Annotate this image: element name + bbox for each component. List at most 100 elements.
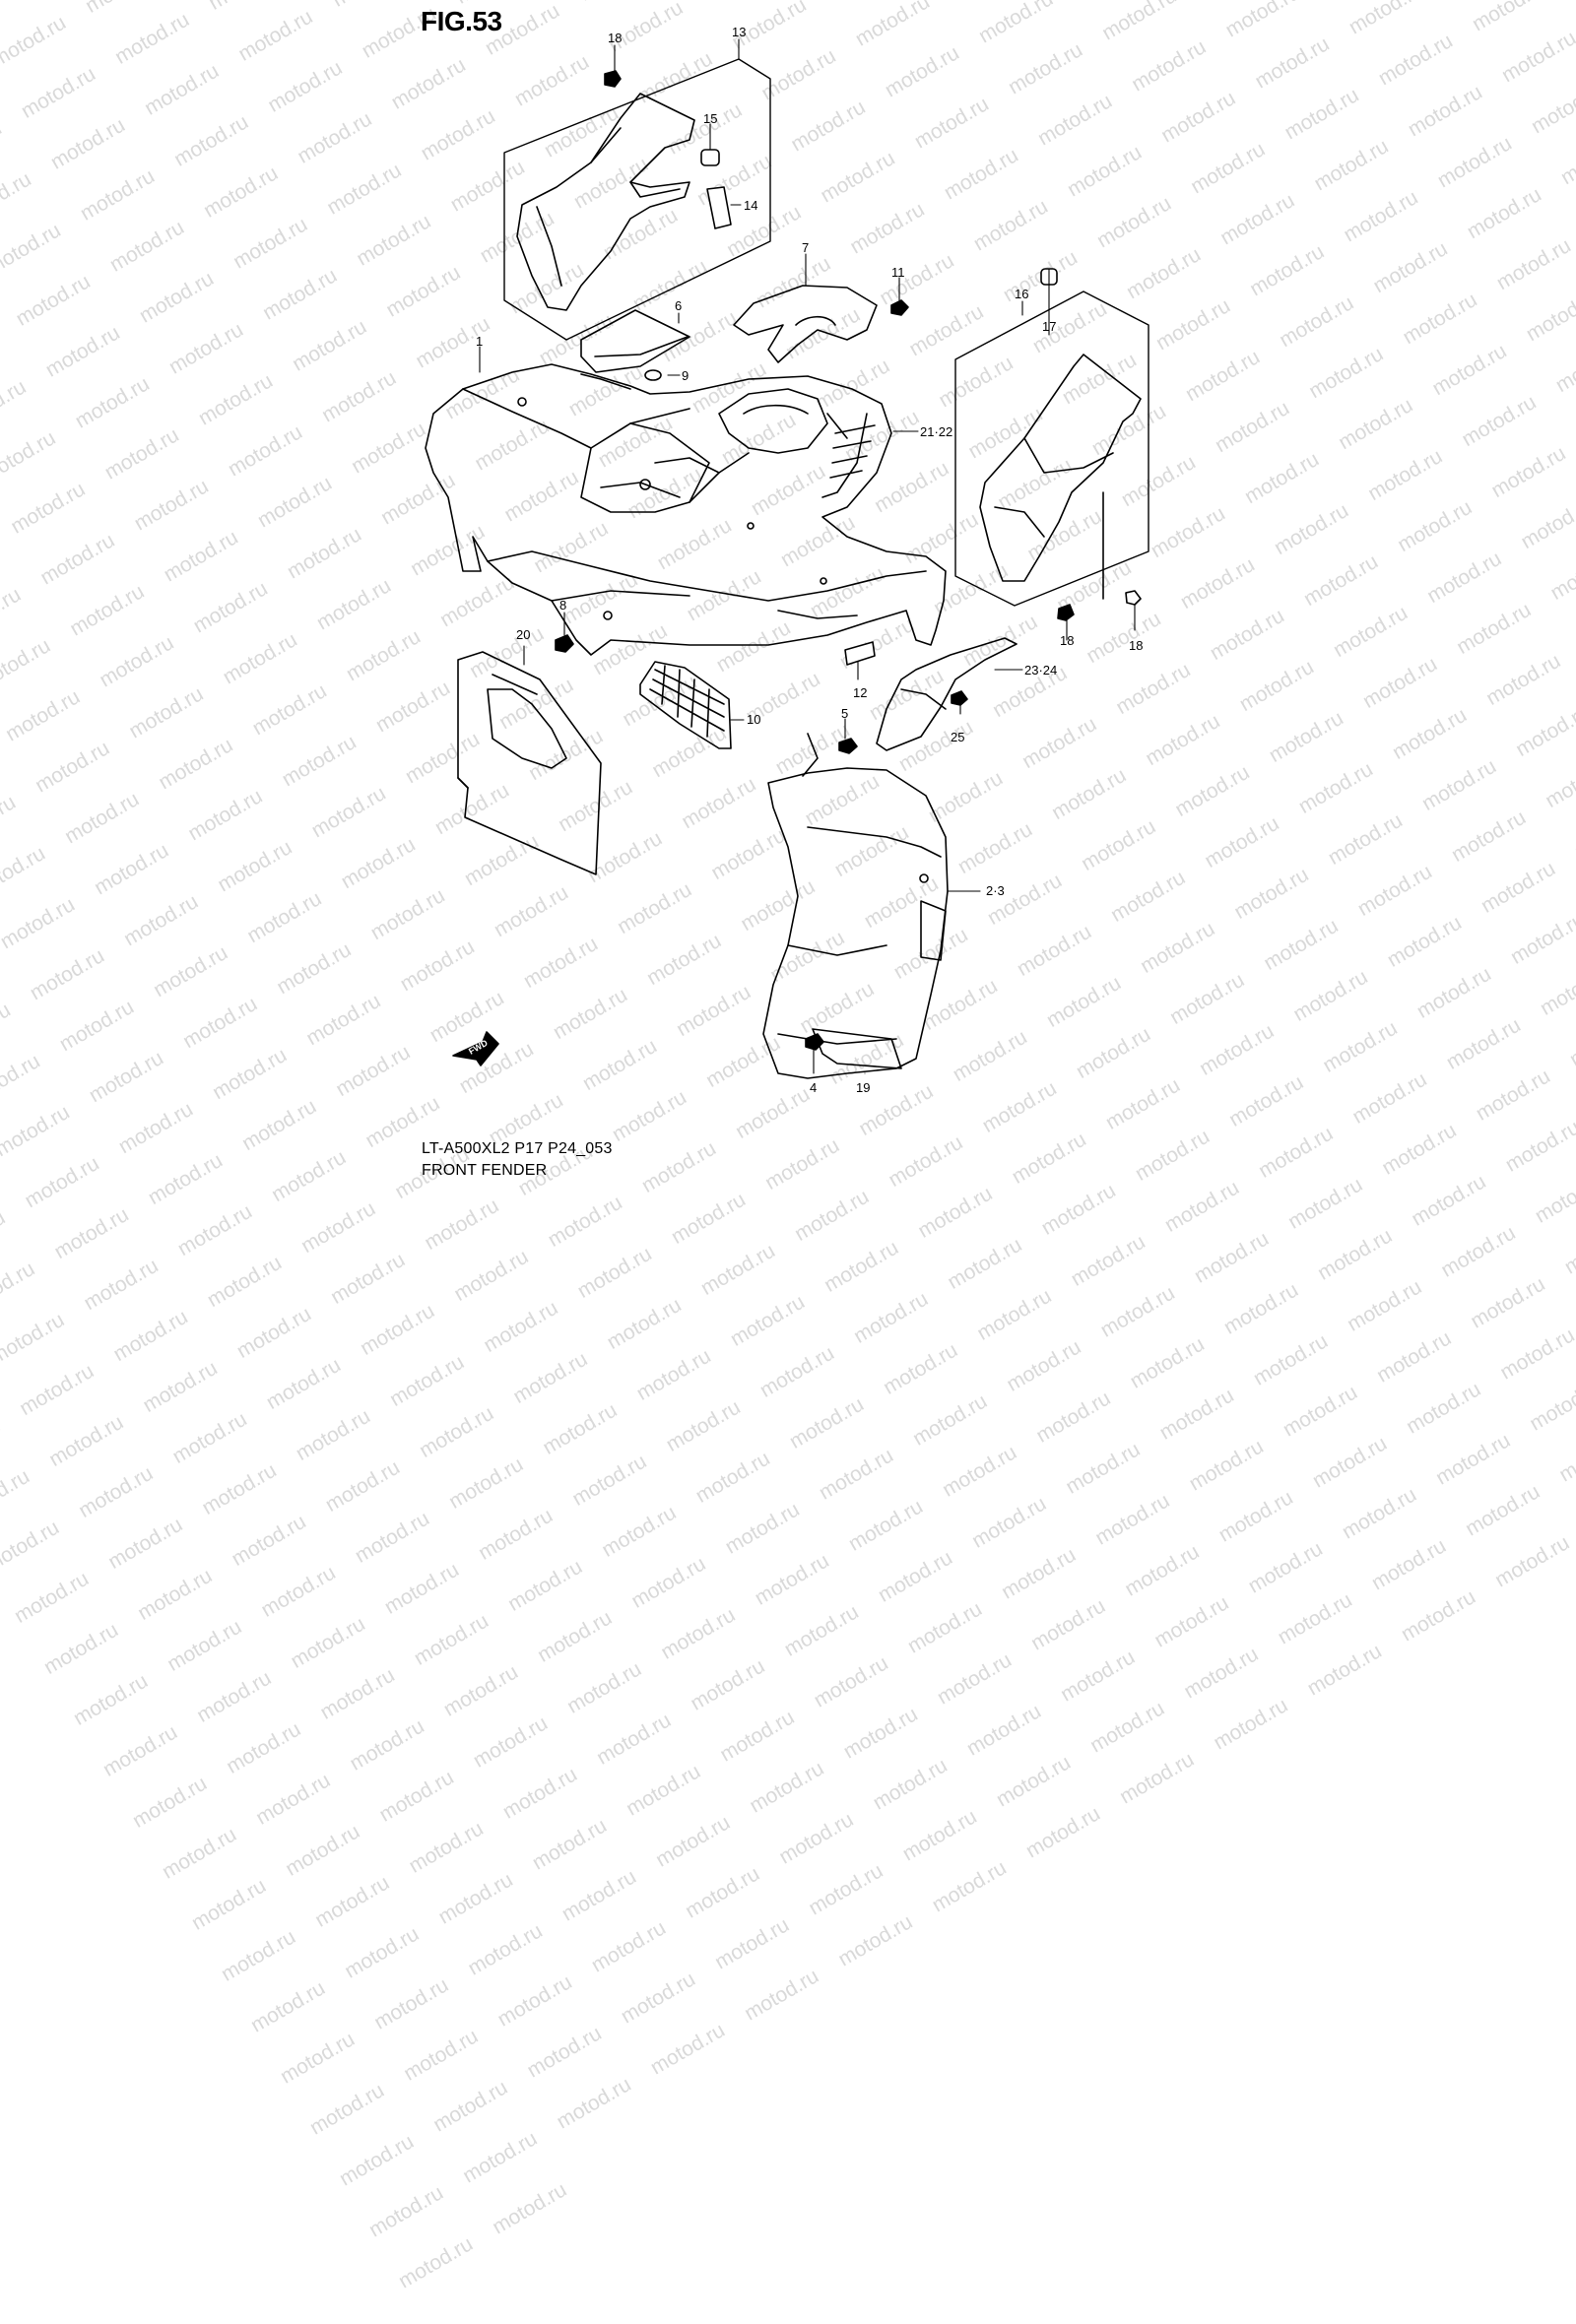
watermark-text: motod.ru [898, 1805, 981, 1866]
watermark-text: motod.ru [246, 1976, 330, 2037]
watermark-text: motod.ru [1467, 1272, 1549, 1333]
callout-6: 6 [675, 298, 683, 313]
watermark-text: motod.ru [262, 1353, 345, 1414]
watermark-text: motod.ru [109, 1305, 192, 1367]
watermark-text: motod.ru [232, 1302, 315, 1364]
watermark-text: motod.ru [617, 1968, 699, 2029]
watermark-text: motod.ru [933, 1648, 1016, 1710]
callout-14: 14 [744, 198, 758, 213]
watermark-text: motod.ru [874, 1546, 956, 1607]
figure-title: FIG.53 [421, 6, 502, 36]
watermark-text: motod.ru [573, 1242, 656, 1303]
watermark-text: motod.ru [346, 1714, 428, 1775]
watermark-text: motod.ru [1461, 1480, 1544, 1541]
watermark-text: motod.ru [292, 1404, 374, 1465]
watermark-text: motod.ru [716, 1706, 799, 1767]
callout-19: 19 [856, 1080, 871, 1095]
watermark-text: motod.ru [509, 1347, 592, 1408]
watermark-text: motod.ru [1096, 1281, 1179, 1342]
watermark-text: motod.ru [1062, 1438, 1145, 1499]
watermark-text: motod.ru [450, 1245, 533, 1306]
watermark-text: motod.ru [480, 1296, 562, 1357]
figure-name: FRONT FENDER [422, 1162, 548, 1179]
watermark-text: motod.ru [1121, 1540, 1204, 1601]
watermark-text: motod.ru [252, 1769, 335, 1830]
watermark-text: motod.ru [421, 1194, 503, 1256]
callout-12: 12 [853, 685, 868, 700]
watermark-text: motod.ru [622, 1760, 705, 1821]
callout-17: 17 [1042, 319, 1057, 334]
watermark-text: motod.ru [681, 1862, 764, 1923]
watermark-text: motod.ru [0, 1308, 69, 1370]
callout-16: 16 [1015, 287, 1029, 301]
watermark-text: motod.ru [370, 1973, 453, 2034]
watermark-text: motod.ru [75, 1461, 158, 1522]
watermark-text: motod.ru [434, 1868, 517, 1929]
callout-4: 4 [810, 1080, 818, 1095]
watermark-text: motod.ru [80, 1254, 163, 1316]
watermark-text: motod.ru [1032, 1387, 1115, 1448]
watermark-text: motod.ru [405, 1817, 488, 1878]
watermark-text: motod.ru [410, 1609, 492, 1670]
watermark-text: motod.ru [1150, 1591, 1233, 1652]
watermark-text: motod.ru [1437, 1221, 1520, 1282]
watermark-text: motod.ru [839, 1703, 922, 1764]
watermark-text: motod.ru [429, 2076, 512, 2137]
watermark-text: motod.ru [469, 1711, 552, 1773]
watermark-text: motod.ru [173, 1199, 256, 1261]
watermark-text: motod.ru [0, 1349, 16, 1454]
watermark-text: motod.ru [973, 1284, 1056, 1345]
inset-box-13 [503, 58, 771, 341]
watermark-text: motod.ru [755, 1341, 838, 1402]
watermark-text: motod.ru [1249, 1329, 1332, 1390]
watermark-text: motod.ru [1402, 1378, 1485, 1439]
watermark-text: motod.ru [1244, 1537, 1327, 1598]
watermark-text: motod.ru [1085, 1697, 1169, 1758]
watermark-text: motod.ru [651, 1811, 735, 1872]
watermark-text: motod.ru [691, 1447, 774, 1508]
callout-8: 8 [559, 598, 567, 613]
watermark-text: motod.ru [39, 1618, 123, 1679]
watermark-text: motod.ru [287, 1612, 369, 1673]
watermark-text: motod.ru [104, 1513, 187, 1574]
watermark-text: motod.ru [523, 2022, 606, 2083]
watermark-text: motod.ru [632, 1344, 715, 1405]
watermark-text: motod.ru [198, 1458, 281, 1519]
watermark-text: motod.ru [710, 1913, 794, 1974]
watermark-text: motod.ru [962, 1700, 1045, 1761]
watermark-text: motod.ru [775, 1808, 858, 1869]
watermark-text: motod.ru [562, 1657, 646, 1718]
watermark-text: motod.ru [790, 1185, 874, 1246]
watermark-text: motod.ru [1003, 1335, 1085, 1396]
part-7-panel [733, 285, 878, 363]
watermark-text: motod.ru [296, 1196, 380, 1259]
watermark-text: motod.ru [805, 1859, 887, 1920]
watermark-text: motod.ru [305, 2079, 389, 2140]
watermark-text: motod.ru [662, 1395, 745, 1456]
watermark-text: motod.ru [282, 1820, 364, 1881]
watermark-text: motod.ru [257, 1561, 340, 1622]
callout-20: 20 [516, 627, 531, 642]
part-20-panel [457, 651, 602, 875]
watermark-text: motod.ru [464, 1919, 547, 1980]
watermark-text: motod.ru [657, 1603, 740, 1664]
watermark-text: motod.ru [1210, 1694, 1292, 1755]
watermark-text: motod.ru [810, 1651, 892, 1712]
watermark-text: motod.ru [385, 1350, 469, 1411]
watermark-text: motod.ru [740, 1965, 823, 2026]
watermark-text: motod.ru [10, 1567, 94, 1628]
watermark-text: motod.ru [375, 1766, 458, 1827]
watermark-text: motod.ru [539, 1398, 622, 1459]
callout-7: 7 [802, 240, 810, 255]
watermark-text: motod.ru [1021, 1802, 1104, 1863]
watermark-text: motod.ru [474, 1504, 558, 1565]
watermark-text: motod.ru [439, 1660, 522, 1721]
watermark-text: motod.ru [1279, 1381, 1361, 1442]
watermark-text: motod.ru [997, 1543, 1081, 1604]
watermark-text: motod.ru [849, 1287, 933, 1348]
callout-18-mid: 18 [1060, 633, 1075, 648]
watermark-text: motod.ru [1431, 1429, 1515, 1490]
callout-13: 13 [732, 25, 747, 39]
watermark-text: motod.ru [503, 1555, 587, 1616]
watermark-text: motod.ru [1091, 1489, 1174, 1550]
